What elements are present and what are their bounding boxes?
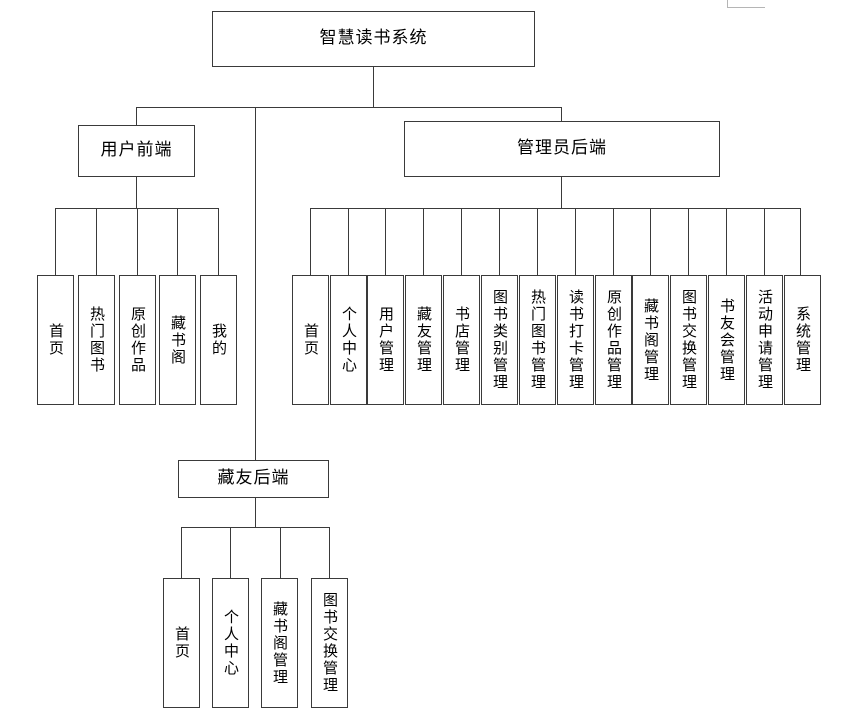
edge-drop-ab-10 <box>650 208 651 275</box>
node-ab-hot-books-management[interactable]: 热门图书管理 <box>519 275 556 405</box>
node-uf-home-label: 首页 <box>47 323 65 357</box>
node-ab-activity-application-management-label: 活动申请管理 <box>756 289 774 391</box>
edge-drop-user-frontend <box>136 107 137 125</box>
edge-admin-backend-stem <box>561 177 562 208</box>
node-ab-home[interactable]: 首页 <box>292 275 329 405</box>
node-ab-personal-center[interactable]: 个人中心 <box>330 275 367 405</box>
node-admin-backend[interactable]: 管理员后端 <box>404 121 720 177</box>
node-ab-system-management-label: 系统管理 <box>794 306 812 374</box>
edge-level1-bus <box>136 107 562 108</box>
node-ab-home-label: 首页 <box>302 323 320 357</box>
node-cb-book-exchange-management[interactable]: 图书交换管理 <box>311 578 348 708</box>
node-ab-personal-center-label: 个人中心 <box>340 306 358 374</box>
node-ab-collector-management-label: 藏友管理 <box>415 306 433 374</box>
edge-drop-uf-4 <box>177 208 178 275</box>
node-ab-bookstore-management[interactable]: 书店管理 <box>443 275 480 405</box>
node-ab-book-club-management[interactable]: 书友会管理 <box>708 275 745 405</box>
node-ab-hot-books-management-label: 热门图书管理 <box>529 289 547 391</box>
node-ab-user-management-label: 用户管理 <box>377 306 395 374</box>
edge-drop-ab-13 <box>764 208 765 275</box>
node-root-system-label: 智慧读书系统 <box>319 28 428 49</box>
node-ab-book-category-management-label: 图书类别管理 <box>491 289 509 391</box>
edge-drop-ab-2 <box>348 208 349 275</box>
edge-admin-backend-bus <box>310 208 800 209</box>
scan-artifact-mark <box>727 0 765 8</box>
edge-drop-cb-2 <box>230 527 231 578</box>
node-uf-hot-books[interactable]: 热门图书 <box>78 275 115 405</box>
edge-drop-ab-1 <box>310 208 311 275</box>
node-ab-reading-checkin-management[interactable]: 读书打卡管理 <box>557 275 594 405</box>
node-ab-activity-application-management[interactable]: 活动申请管理 <box>746 275 783 405</box>
node-user-frontend[interactable]: 用户前端 <box>78 125 195 177</box>
node-uf-book-pavilion-label: 藏书阁 <box>169 314 187 366</box>
edge-drop-ab-11 <box>688 208 689 275</box>
edge-user-frontend-bus <box>55 208 218 209</box>
node-ab-collector-management[interactable]: 藏友管理 <box>405 275 442 405</box>
node-cb-home[interactable]: 首页 <box>163 578 200 708</box>
node-ab-book-exchange-management-label: 图书交换管理 <box>680 289 698 391</box>
node-ab-bookstore-management-label: 书店管理 <box>453 306 471 374</box>
edge-drop-uf-5 <box>218 208 219 275</box>
edge-drop-collector-backend <box>255 107 256 460</box>
node-uf-mine[interactable]: 我的 <box>200 275 237 405</box>
edge-drop-uf-1 <box>55 208 56 275</box>
node-ab-system-management[interactable]: 系统管理 <box>784 275 821 405</box>
edge-user-frontend-stem <box>136 177 137 208</box>
edge-drop-ab-12 <box>726 208 727 275</box>
edge-drop-uf-3 <box>137 208 138 275</box>
node-cb-personal-center-label: 个人中心 <box>222 609 240 677</box>
node-uf-original-works-label: 原创作品 <box>129 306 147 374</box>
node-cb-book-exchange-management-label: 图书交换管理 <box>321 592 339 694</box>
edge-drop-ab-3 <box>385 208 386 275</box>
edge-drop-cb-4 <box>329 527 330 578</box>
edge-drop-ab-6 <box>499 208 500 275</box>
node-cb-home-label: 首页 <box>173 626 191 660</box>
node-ab-user-management[interactable]: 用户管理 <box>367 275 404 405</box>
node-cb-book-pavilion-management-label: 藏书阁管理 <box>271 600 289 686</box>
node-ab-book-pavilion-management[interactable]: 藏书阁管理 <box>632 275 669 405</box>
node-admin-backend-label: 管理员后端 <box>517 138 607 159</box>
node-uf-home[interactable]: 首页 <box>37 275 74 405</box>
node-ab-reading-checkin-management-label: 读书打卡管理 <box>567 289 585 391</box>
node-collector-backend[interactable]: 藏友后端 <box>178 460 329 498</box>
edge-drop-ab-14 <box>800 208 801 275</box>
node-ab-original-works-management-label: 原创作品管理 <box>605 289 623 391</box>
edge-drop-admin-backend <box>561 107 562 125</box>
node-ab-book-category-management[interactable]: 图书类别管理 <box>481 275 518 405</box>
edge-drop-cb-3 <box>280 527 281 578</box>
edge-drop-uf-2 <box>96 208 97 275</box>
node-collector-backend-label: 藏友后端 <box>217 468 290 489</box>
edge-root-stem <box>373 67 374 107</box>
node-cb-book-pavilion-management[interactable]: 藏书阁管理 <box>261 578 298 708</box>
node-ab-book-exchange-management[interactable]: 图书交换管理 <box>670 275 707 405</box>
node-uf-original-works[interactable]: 原创作品 <box>119 275 156 405</box>
edge-drop-cb-1 <box>181 527 182 578</box>
edge-drop-ab-7 <box>537 208 538 275</box>
node-ab-original-works-management[interactable]: 原创作品管理 <box>595 275 632 405</box>
node-uf-hot-books-label: 热门图书 <box>88 306 106 374</box>
node-root-system[interactable]: 智慧读书系统 <box>212 11 535 67</box>
node-cb-personal-center[interactable]: 个人中心 <box>212 578 249 708</box>
edge-drop-ab-5 <box>461 208 462 275</box>
node-ab-book-pavilion-management-label: 藏书阁管理 <box>642 297 660 383</box>
edge-drop-ab-4 <box>423 208 424 275</box>
edge-collector-backend-bus <box>181 527 329 528</box>
edge-drop-ab-9 <box>613 208 614 275</box>
node-ab-book-club-management-label: 书友会管理 <box>718 297 736 383</box>
node-uf-mine-label: 我的 <box>210 323 228 357</box>
edge-collector-backend-stem <box>255 498 256 527</box>
edge-drop-ab-8 <box>575 208 576 275</box>
node-user-frontend-label: 用户前端 <box>100 140 173 161</box>
node-uf-book-pavilion[interactable]: 藏书阁 <box>159 275 196 405</box>
